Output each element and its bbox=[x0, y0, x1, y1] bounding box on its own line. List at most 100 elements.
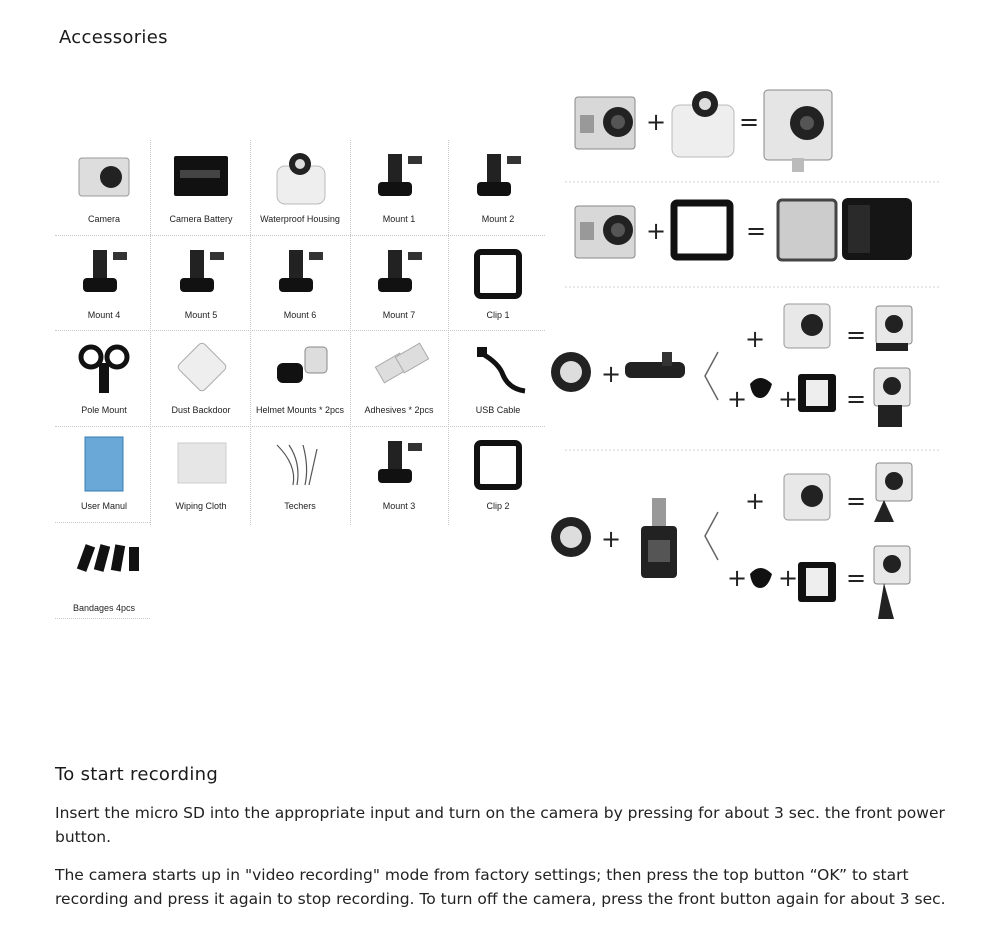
accessory-item: Mount 6 bbox=[251, 238, 349, 331]
plus-sign: + bbox=[727, 385, 748, 413]
mounted-camera-icon bbox=[874, 462, 913, 522]
recording-title: To start recording bbox=[55, 764, 219, 785]
accessory-label: Camera bbox=[87, 214, 120, 224]
accessory-label: Waterproof Housing bbox=[260, 214, 340, 224]
mount-icon bbox=[750, 378, 772, 398]
equals-sign: = bbox=[746, 217, 767, 245]
accessory-item: Mount 1 bbox=[350, 142, 448, 235]
mount-icon bbox=[269, 244, 331, 302]
helmet-mount-icon bbox=[269, 339, 331, 397]
accessory-label: Adhesives * 2pcs bbox=[364, 405, 434, 415]
frame-icon bbox=[670, 199, 734, 261]
equals-sign: = bbox=[846, 385, 867, 413]
accessory-label: Mount 2 bbox=[481, 214, 515, 224]
accessory-item: Helmet Mounts * 2pcs bbox=[251, 333, 349, 426]
mounted-camera-icon bbox=[875, 305, 913, 351]
accessory-label: Mount 4 bbox=[87, 310, 121, 320]
accessory-label: Clip 1 bbox=[486, 310, 510, 320]
grid-divider bbox=[55, 426, 545, 427]
bandages-icon bbox=[73, 531, 139, 589]
grid-divider bbox=[448, 140, 449, 525]
accessory-label: Helmet Mounts * 2pcs bbox=[255, 405, 345, 415]
backdoor-icon bbox=[170, 339, 232, 397]
mount-icon bbox=[368, 244, 430, 302]
mount-icon bbox=[73, 244, 135, 302]
camera-icon bbox=[798, 374, 836, 412]
housed-camera-icon bbox=[763, 89, 833, 172]
accessory-item: Mount 4 bbox=[55, 238, 153, 331]
accessory-item: Bandages 4pcs bbox=[55, 525, 153, 618]
accessory-item: Wiping Cloth bbox=[152, 429, 250, 522]
helmet-mount-icon bbox=[551, 517, 591, 557]
helmet-mount-icon bbox=[551, 352, 591, 392]
accessory-item: Adhesives * 2pcs bbox=[350, 333, 448, 426]
camera-icon bbox=[574, 205, 636, 259]
grid-divider bbox=[55, 522, 150, 523]
recording-paragraph-1: Insert the micro SD into the appropriate… bbox=[55, 804, 945, 846]
accessory-label: Camera Battery bbox=[169, 214, 233, 224]
mounted-camera-icon bbox=[873, 545, 911, 619]
equals-sign: = bbox=[846, 321, 867, 349]
mount-icon bbox=[368, 435, 430, 493]
accessory-item: Clip 1 bbox=[449, 238, 547, 331]
plus-sign: + bbox=[646, 108, 667, 136]
accessory-item: Dust Backdoor bbox=[152, 333, 250, 426]
accessory-label: Techers bbox=[284, 501, 316, 511]
equals-sign: = bbox=[846, 487, 867, 515]
accessory-label: Dust Backdoor bbox=[171, 405, 231, 415]
mount-icon bbox=[368, 148, 430, 206]
accessory-label: USB Cable bbox=[475, 405, 521, 415]
plus-sign: + bbox=[778, 564, 799, 592]
accessory-label: Wiping Cloth bbox=[175, 501, 227, 511]
battery-icon bbox=[170, 148, 232, 206]
camera-icon bbox=[574, 96, 636, 150]
accessory-item: Waterproof Housing bbox=[251, 142, 349, 235]
mount-icon bbox=[750, 568, 772, 588]
plus-sign: + bbox=[745, 325, 766, 353]
accessory-label: Mount 1 bbox=[382, 214, 416, 224]
accessory-item: Camera bbox=[55, 142, 153, 235]
manual-icon bbox=[73, 435, 135, 493]
grid-divider bbox=[55, 618, 150, 619]
accessory-item: Mount 3 bbox=[350, 429, 448, 522]
equals-sign: = bbox=[846, 564, 867, 592]
accessory-label: Clip 2 bbox=[486, 501, 510, 511]
accessory-item: Mount 5 bbox=[152, 238, 250, 331]
cloth-icon bbox=[170, 435, 232, 493]
mount-icon bbox=[170, 244, 232, 302]
mount-icon bbox=[625, 352, 685, 378]
plus-sign: + bbox=[646, 217, 667, 245]
housing-icon bbox=[269, 148, 331, 206]
accessory-label: Pole Mount bbox=[81, 405, 127, 415]
plus-sign: + bbox=[601, 525, 622, 553]
accessory-label: User Manul bbox=[80, 501, 127, 511]
equals-sign: = bbox=[739, 108, 760, 136]
mounted-camera-icon bbox=[873, 367, 911, 427]
adhesive-icon bbox=[368, 339, 430, 397]
grid-divider bbox=[150, 140, 151, 525]
housed-camera-icon bbox=[783, 303, 831, 349]
accessory-item: Clip 2 bbox=[449, 429, 547, 522]
housed-camera-icon bbox=[783, 473, 831, 521]
grid-divider bbox=[55, 330, 545, 331]
accessory-item: User Manul bbox=[55, 429, 153, 522]
clip-icon bbox=[467, 244, 529, 302]
grid-divider bbox=[350, 140, 351, 525]
accessory-label: Mount 3 bbox=[382, 501, 416, 511]
accessories-title: Accessories bbox=[59, 27, 168, 48]
accessory-label: Mount 6 bbox=[283, 310, 317, 320]
pole-mount-icon bbox=[73, 339, 135, 397]
accessory-item: Mount 7 bbox=[350, 238, 448, 331]
usb-cable-icon bbox=[467, 339, 529, 397]
accessory-item: Mount 2 bbox=[449, 142, 547, 235]
tethers-icon bbox=[269, 435, 331, 493]
plus-sign: + bbox=[745, 487, 766, 515]
clip-icon bbox=[641, 498, 677, 578]
accessory-label: Mount 7 bbox=[382, 310, 416, 320]
accessory-label: Mount 5 bbox=[184, 310, 218, 320]
mount-icon bbox=[467, 148, 529, 206]
accessory-label: Bandages 4pcs bbox=[72, 603, 136, 613]
accessory-item: Camera Battery bbox=[152, 142, 250, 235]
framed-camera-icon bbox=[776, 198, 912, 262]
clip-icon bbox=[467, 435, 529, 493]
